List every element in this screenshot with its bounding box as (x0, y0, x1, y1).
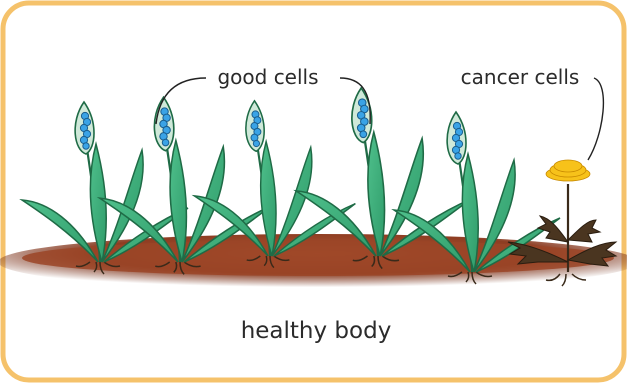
caption: healthy body (241, 318, 392, 344)
cancer-cells-label: cancer cells (461, 65, 580, 89)
good-cells-label: good cells (217, 65, 318, 89)
